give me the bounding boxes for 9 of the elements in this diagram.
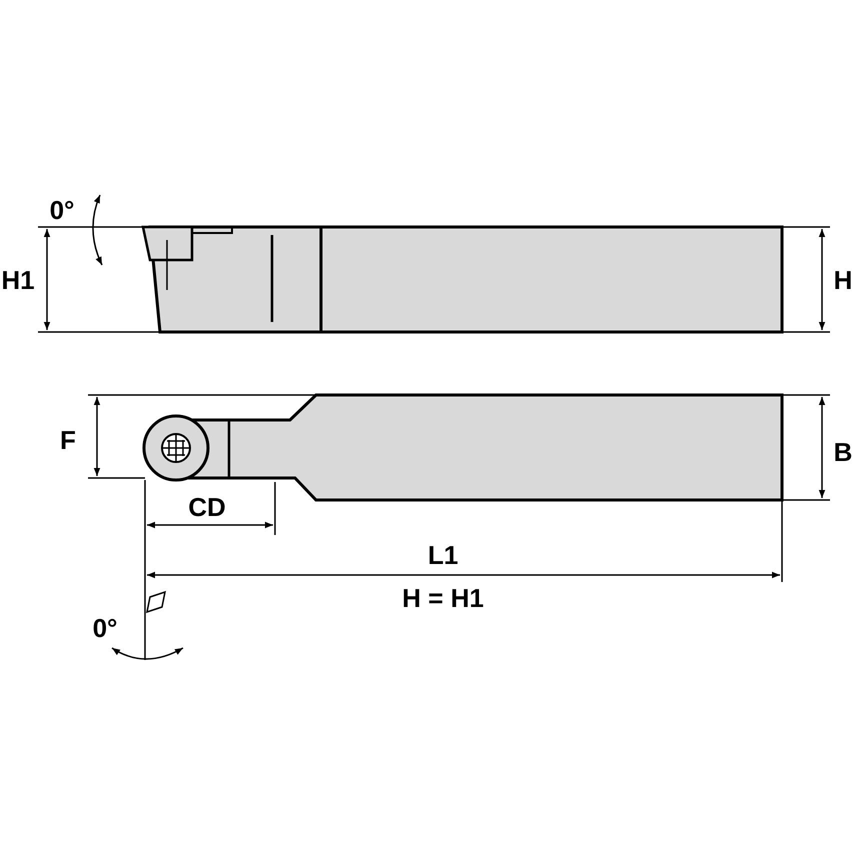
dimension-label: 0° <box>92 615 118 641</box>
dimension-label: 0° <box>50 197 74 223</box>
dimension-label: H1 <box>1 267 35 293</box>
dimension-label: CD <box>188 494 226 520</box>
dimension-label: H = H1 <box>402 585 484 611</box>
dimension-label: L1 <box>428 542 458 568</box>
dimension-label: B <box>834 439 852 465</box>
dimension-label: H <box>834 267 852 293</box>
dimension-label: F <box>60 427 76 453</box>
